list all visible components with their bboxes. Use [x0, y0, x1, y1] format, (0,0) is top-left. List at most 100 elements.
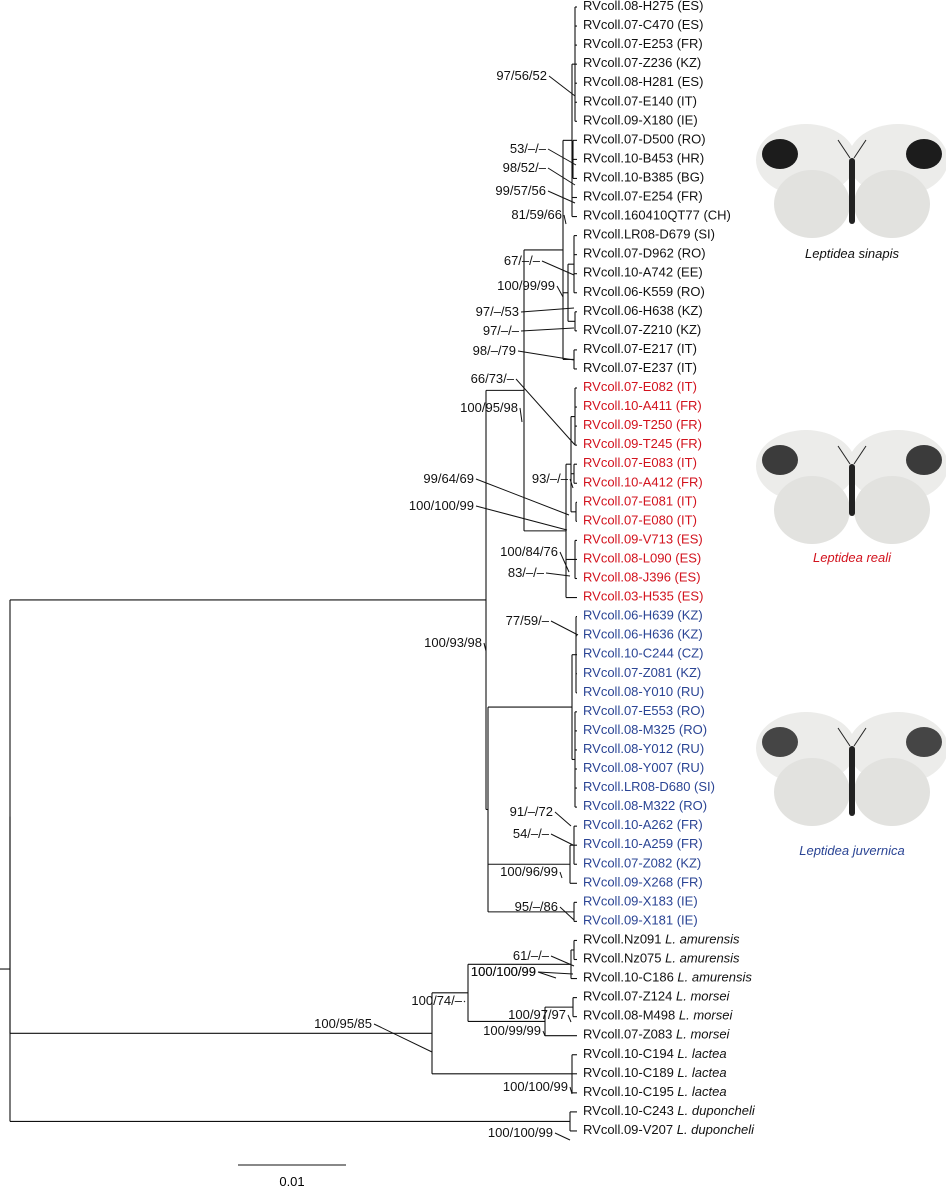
taxon-label: RVcoll.07-D962 (RO) [583, 246, 706, 261]
taxon-label: RVcoll.07-E083 (IT) [583, 456, 697, 471]
support-value: 67/–/– [504, 253, 541, 268]
support-value: 100/99/99 [483, 1023, 541, 1038]
taxon-label: RVcoll.10-C186 L. amurensis [583, 970, 752, 985]
support-value: 97/–/– [483, 323, 520, 338]
taxon-label: RVcoll.09-T250 (FR) [583, 418, 702, 433]
support-value: 98/52/– [503, 160, 547, 175]
taxon-label: RVcoll.07-E140 (IT) [583, 94, 697, 109]
support-leader [475, 478, 570, 516]
taxon-label: RVcoll.07-D500 (RO) [583, 132, 706, 147]
taxon-label: RVcoll.10-A262 (FR) [583, 818, 703, 833]
support-value: 100/93/98 [424, 635, 482, 650]
support-value: 100/96/99 [500, 864, 558, 879]
support-value: 100/100/99 [471, 964, 536, 979]
taxon-label: RVcoll.07-E082 (IT) [583, 379, 697, 394]
support-leader [519, 407, 523, 423]
taxon-label: RVcoll.08-M498 L. morsei [583, 1008, 733, 1023]
taxon-label: RVcoll.08-Y007 (RU) [583, 760, 704, 775]
support-leader [567, 1014, 572, 1023]
taxon-label: RVcoll.09-T245 (FR) [583, 437, 702, 452]
support-leader [517, 350, 575, 361]
taxon-label: RVcoll.07-Z081 (KZ) [583, 665, 701, 680]
taxon-label: RVcoll.07-E080 (IT) [583, 513, 697, 528]
taxon-label: RVcoll.10-A412 (FR) [583, 475, 703, 490]
support-value: 93/–/– [532, 471, 569, 486]
support-leader [537, 971, 574, 975]
taxon-label: RVcoll.10-B385 (BG) [583, 170, 704, 185]
taxon-label: RVcoll.07-C470 (ES) [583, 17, 703, 32]
support-leader [541, 260, 575, 276]
taxon-label: RVcoll.08-M322 (RO) [583, 799, 707, 814]
butterfly-sinapis-image [756, 124, 946, 238]
support-value: 100/99/99 [497, 278, 555, 293]
support-value: 100/84/76 [500, 544, 558, 559]
support-leader [554, 811, 572, 827]
taxon-label: RVcoll.07-Z082 (KZ) [583, 856, 701, 871]
taxon-label: RVcoll.08-Y012 (RU) [583, 741, 704, 756]
taxon-label: RVcoll.08-L090 (ES) [583, 551, 701, 566]
support-leader [550, 620, 579, 636]
support-value: 95/–/86 [515, 899, 558, 914]
taxon-label: RVcoll.07-Z124 L. morsei [583, 989, 731, 1004]
taxon-label: RVcoll.08-H281 (ES) [583, 75, 703, 90]
support-leader [556, 285, 564, 298]
taxon-label: RVcoll.09-V713 (ES) [583, 532, 703, 547]
taxon-label: RVcoll.07-E553 (RO) [583, 703, 705, 718]
support-leader [569, 1086, 573, 1095]
taxon-label: RVcoll.07-E217 (IT) [583, 341, 697, 356]
support-value: 97/–/53 [476, 304, 519, 319]
taxon-label: RVcoll.10-A259 (FR) [583, 837, 703, 852]
support-leader [548, 75, 576, 97]
taxon-label: RVcoll.10-C194 L. lactea [583, 1046, 727, 1061]
support-leader [537, 971, 557, 979]
support-value: 83/–/– [508, 565, 545, 580]
support-value: 100/100/99 [503, 1079, 568, 1094]
support-value: 100/95/85 [314, 1016, 372, 1031]
support-value: 66/73/– [471, 371, 515, 386]
taxon-label: RVcoll.07-E253 (FR) [583, 37, 703, 52]
support-leader [463, 1000, 466, 1003]
butterfly-juvernica-image [756, 712, 946, 826]
support-value: 77/59/– [506, 613, 550, 628]
support-value: 99/57/56 [495, 183, 546, 198]
support-value: 54/–/– [513, 826, 550, 841]
tree-branches [0, 6, 577, 1132]
support-leader [550, 955, 575, 967]
taxon-label: RVcoll.LR08-D680 (SI) [583, 779, 715, 794]
butterfly-reali-image [756, 430, 946, 544]
taxon-label: RVcoll.Nz075 L. amurensis [583, 951, 740, 966]
support-leader [550, 833, 574, 846]
support-leader [483, 642, 487, 652]
taxon-label: RVcoll.06-H638 (KZ) [583, 303, 703, 318]
taxon-label: RVcoll.06-H639 (KZ) [583, 608, 703, 623]
taxon-label: RVcoll.10-A742 (EE) [583, 265, 703, 280]
taxon-label: RVcoll.08-J396 (ES) [583, 570, 701, 585]
support-value: 81/59/66 [511, 207, 562, 222]
taxon-label: RVcoll.07-E254 (FR) [583, 189, 703, 204]
support-leader [542, 1030, 546, 1037]
taxon-label: RVcoll.10-C243 L. duponcheli [583, 1103, 756, 1118]
taxon-label: RVcoll.08-Y010 (RU) [583, 684, 704, 699]
taxon-label: RVcoll.Nz091 L. amurensis [583, 932, 740, 947]
taxon-label: RVcoll.09-X180 (IE) [583, 113, 698, 128]
support-value: 98/–/79 [473, 343, 516, 358]
taxon-label: RVcoll.10-C189 L. lactea [583, 1065, 727, 1080]
support-value: 100/95/98 [460, 400, 518, 415]
taxon-label: RVcoll.09-X268 (FR) [583, 875, 703, 890]
support-leader [563, 214, 567, 225]
taxon-label: RVcoll.09-X183 (IE) [583, 894, 698, 909]
support-value: 100/97/97 [508, 1007, 566, 1022]
taxon-label: RVcoll.03-H535 (ES) [583, 589, 703, 604]
support-value: 100/100/99 [471, 964, 536, 979]
support-value-labels: 97/56/5253/–/–98/52/–99/57/5681/59/6667/… [314, 68, 569, 1140]
support-leader [547, 167, 576, 186]
taxon-label: RVcoll.10-B453 (HR) [583, 151, 704, 166]
support-leader [520, 327, 575, 332]
taxon-label: RVcoll.160410QT77 (CH) [583, 208, 731, 223]
support-value: 100/100/99 [409, 498, 474, 513]
taxon-labels: RVcoll.08-H275 (ES)RVcoll.07-C470 (ES)RV… [583, 0, 756, 1137]
taxon-label: RVcoll.08-M325 (RO) [583, 722, 707, 737]
taxon-label: RVcoll.06-K559 (RO) [583, 284, 705, 299]
support-leader [547, 148, 577, 166]
